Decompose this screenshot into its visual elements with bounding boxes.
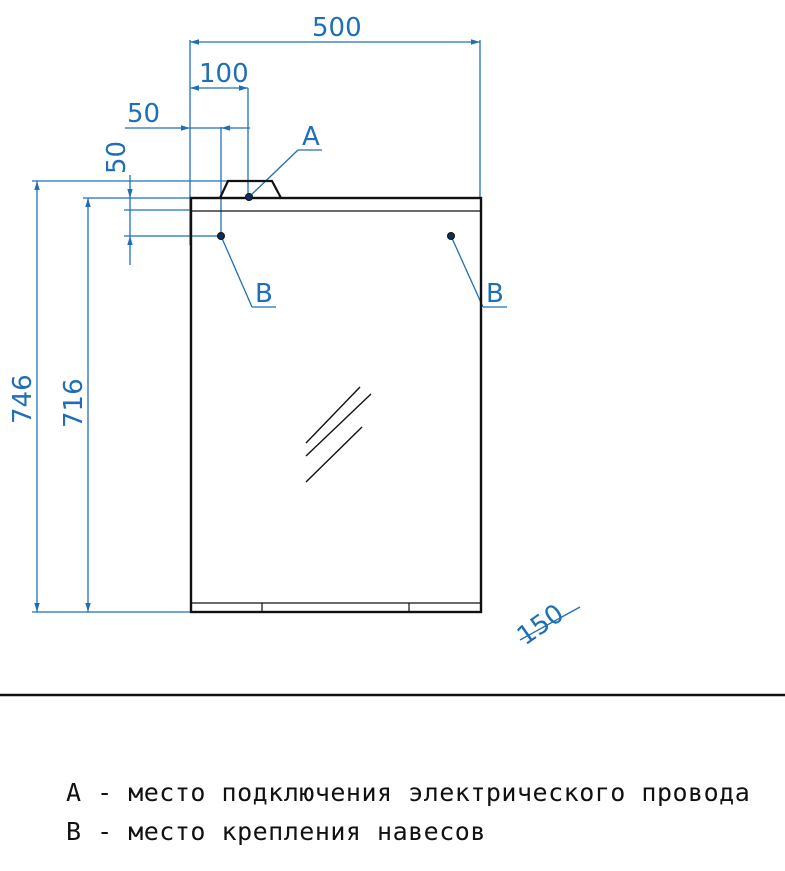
dim-depth: 150 (512, 599, 570, 652)
callout-b-left: B (255, 279, 273, 309)
legend-item-b: B - место крепления навесов (66, 817, 486, 846)
dimension-lines (32, 39, 581, 641)
point-b-right-marker (447, 232, 455, 240)
dim-width-total: 500 (312, 13, 362, 43)
dim-offset-b-horizontal: 50 (127, 99, 160, 129)
dim-height-total: 746 (8, 374, 38, 424)
dim-offset-a: 100 (199, 59, 249, 89)
callout-a: A (302, 122, 320, 152)
cabinet-outline (189, 179, 483, 614)
legend-item-a: A - место подключения электрического про… (66, 778, 751, 807)
mirror-glare-icon (305, 386, 372, 483)
point-b-left-marker (217, 232, 225, 240)
dim-height-body: 716 (59, 378, 89, 428)
point-a-marker (245, 193, 253, 201)
dim-offset-b-vertical: 50 (102, 141, 132, 174)
callout-b-right: B (486, 279, 504, 309)
